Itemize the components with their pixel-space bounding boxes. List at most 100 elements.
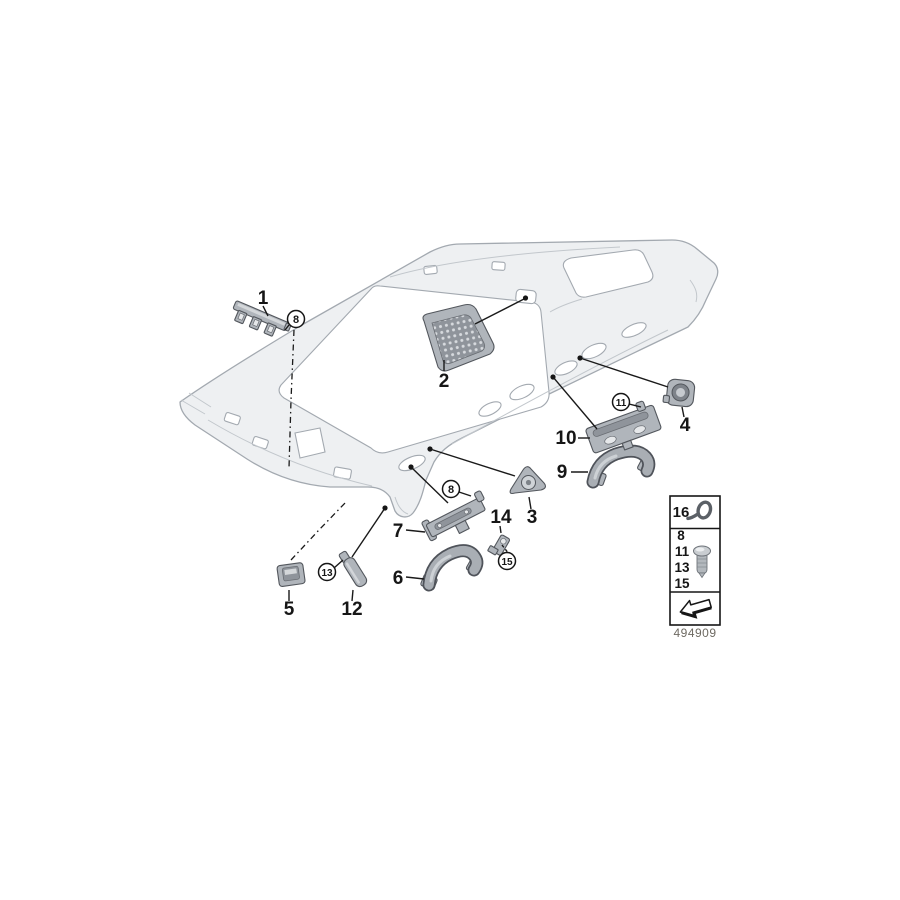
leader-12 (351, 589, 354, 602)
leader-4-roof (579, 357, 669, 388)
top-band-hole (491, 261, 506, 271)
rail-rib-line (451, 329, 669, 445)
part-10-tab (621, 439, 634, 451)
part-14-foot (487, 545, 499, 556)
detail (676, 387, 686, 397)
rail-hole (398, 454, 426, 472)
callout-10: 10 (555, 428, 576, 449)
roof-frame-drawing (179, 239, 719, 518)
attachment-dot (522, 295, 529, 301)
leader-3 (528, 496, 532, 510)
rail-hole (554, 360, 578, 376)
part-5-bracket-clip (276, 562, 306, 587)
leader-11 (628, 403, 642, 408)
callout-14: 14 (490, 507, 512, 528)
sunroof-opening-rear (562, 249, 654, 298)
part-10-slot (592, 411, 649, 437)
callout-7: 7 (393, 521, 404, 542)
detail (633, 425, 646, 434)
circled-ref-8b-label: 8 (448, 484, 454, 496)
leader-8b (458, 491, 472, 497)
legend-label-11: 11 (675, 544, 690, 559)
tip-fork-line (180, 392, 212, 415)
leader-8a (284, 324, 290, 331)
legend: 16 8 11 13 15 494909 (669, 495, 721, 640)
circled-ref-11 (611, 392, 631, 412)
leader-4 (681, 406, 685, 418)
attachment-dot (382, 505, 388, 511)
part-12-body (343, 557, 368, 588)
leader-15-dashed (501, 544, 510, 555)
legend-label-13: 13 (674, 560, 690, 575)
legend-label-15: 15 (674, 576, 690, 591)
detail (662, 394, 671, 404)
attachment-dot (550, 374, 556, 380)
rail-hole (621, 322, 647, 338)
rail-hole (581, 342, 607, 360)
detail (437, 523, 443, 528)
circled-callouts: 8 8 11 13 15 (286, 309, 631, 582)
part-9-grab-handle (586, 444, 656, 489)
part-3-grommet (509, 466, 546, 495)
detail (237, 312, 245, 321)
part-1-mounting-rail (232, 300, 292, 337)
leader-10-roof (552, 376, 598, 430)
detail (593, 454, 618, 480)
callout-9: 9 (557, 462, 568, 483)
leader-1 (262, 305, 269, 317)
leader-5-roof-dashed (290, 501, 347, 561)
part-6-grab-handle (420, 544, 484, 592)
fastener-clip-icon (693, 545, 711, 579)
detail (464, 509, 469, 515)
part-7-slot (434, 507, 472, 530)
part-2-perforated-area (431, 314, 486, 365)
header-hole (333, 466, 352, 480)
leader-14 (499, 525, 502, 534)
rail-hole (478, 401, 502, 417)
circled-ref-8a-label: 8 (293, 314, 299, 326)
detail (429, 554, 452, 583)
legend-label-16: 16 (673, 504, 690, 521)
bow-rib-line (549, 298, 583, 313)
leader-2-arrow (474, 298, 525, 325)
circled-ref-13-label: 13 (321, 568, 333, 579)
detail (500, 538, 507, 545)
header-hole (223, 412, 241, 426)
detail (237, 303, 286, 326)
detail (284, 568, 297, 575)
leader-7-roof (410, 466, 449, 504)
tail-rib-line (394, 496, 409, 515)
direction-arrow-icon (679, 598, 712, 619)
top-rib-line (389, 246, 621, 278)
callout-1: 1 (258, 288, 269, 309)
attachment-dot (577, 355, 583, 361)
attachment-dot (427, 446, 433, 452)
circled-ref-15 (497, 551, 517, 571)
detail (525, 479, 532, 486)
circled-ref-13 (317, 562, 337, 582)
part-7-tab (454, 519, 470, 535)
detail (266, 325, 275, 334)
callout-labels: 1 2 3 4 5 6 7 9 10 12 14 (258, 288, 691, 620)
callout-4: 4 (680, 415, 691, 436)
leader-3-roof (429, 448, 516, 477)
callout-12: 12 (341, 599, 362, 620)
circled-ref-8b (441, 479, 461, 499)
cable-tie-icon (686, 500, 713, 521)
callout-5: 5 (284, 599, 295, 620)
leader-6 (405, 576, 425, 580)
leader-lines (262, 295, 685, 602)
callout-6: 6 (393, 568, 404, 589)
rail-hole (509, 383, 535, 401)
attachment-dot (408, 464, 414, 470)
part-7-mounting-bracket (421, 490, 486, 542)
leader-12-roof (351, 507, 386, 558)
part-7-top-nub (474, 490, 485, 503)
legend-label-8: 8 (677, 528, 685, 543)
callout-2: 2 (439, 371, 450, 392)
callout-3: 3 (527, 507, 538, 528)
header-hole-large (294, 427, 326, 459)
header-rib-line (207, 419, 373, 487)
part-14-hook-clip (487, 534, 511, 556)
